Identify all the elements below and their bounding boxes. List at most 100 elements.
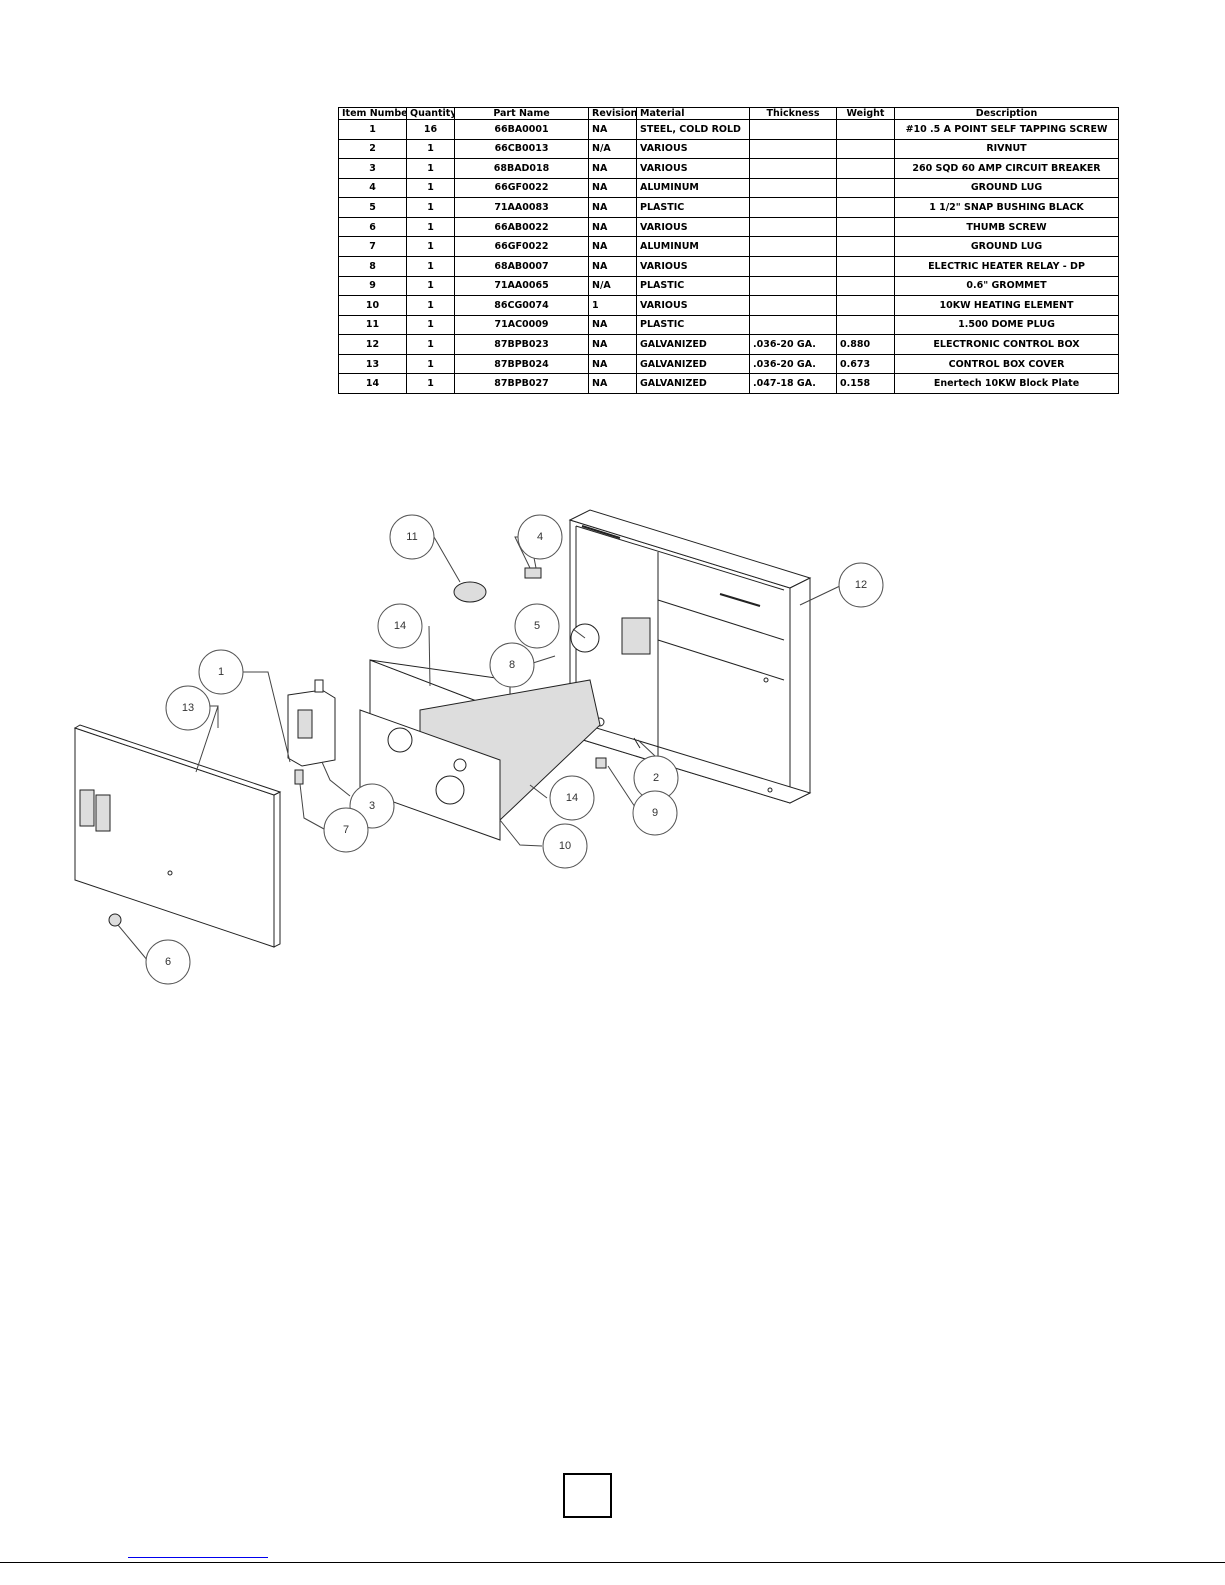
table-cell: NA — [588, 119, 637, 140]
table-cell: PLASTIC — [636, 314, 750, 336]
table-cell: N/A — [588, 275, 637, 297]
table-cell: 87BPB023 — [454, 334, 589, 355]
table-cell: 86CG0074 — [454, 295, 589, 316]
table-cell: 1 — [406, 158, 455, 179]
table-cell — [836, 295, 895, 316]
table-cell: 1 — [406, 353, 455, 375]
table-cell: 1 — [406, 236, 455, 257]
svg-text:12: 12 — [855, 579, 867, 591]
column-header: Weight — [836, 107, 895, 120]
table-cell: 10 — [338, 295, 407, 316]
thumb-screw — [108, 913, 122, 927]
svg-text:14: 14 — [566, 792, 578, 804]
table-cell: NA — [588, 255, 637, 277]
table-cell — [836, 177, 895, 199]
table-cell: 66BA0001 — [454, 119, 589, 140]
table-cell: STEEL, COLD ROLD — [636, 119, 750, 140]
column-header: Revision — [588, 107, 637, 120]
table-cell: 1.500 DOME PLUG — [894, 314, 1119, 336]
table-cell — [749, 236, 837, 257]
table-cell: GROUND LUG — [894, 177, 1119, 199]
table-cell — [749, 177, 837, 199]
callout-12: 12 — [838, 562, 884, 608]
table-cell: 1 — [406, 373, 455, 394]
callout-9: 9 — [632, 790, 678, 836]
table-cell: NA — [588, 353, 637, 375]
column-header: Material — [636, 107, 750, 120]
table-cell: 1 — [588, 295, 637, 316]
table-cell — [836, 255, 895, 277]
table-cell: 68BAD018 — [454, 158, 589, 179]
svg-text:7: 7 — [343, 824, 349, 836]
svg-text:14: 14 — [394, 620, 406, 632]
table-cell: 71AA0065 — [454, 275, 589, 297]
table-cell: 8 — [338, 255, 407, 277]
table-cell: 0.6" GROMMET — [894, 275, 1119, 297]
table-cell: 0.158 — [836, 373, 895, 394]
table-cell: 71AC0009 — [454, 314, 589, 336]
table-cell — [749, 255, 837, 277]
table-cell: 1 — [406, 138, 455, 160]
footer-rule — [0, 1562, 1225, 1563]
svg-text:1: 1 — [218, 666, 224, 678]
table-cell: 14 — [338, 373, 407, 394]
table-cell: 2 — [338, 138, 407, 160]
table-cell: ELECTRONIC CONTROL BOX — [894, 334, 1119, 355]
table-cell: NA — [588, 197, 637, 218]
heating-element-assembly — [359, 659, 601, 841]
table-cell: 3 — [338, 158, 407, 179]
svg-text:5: 5 — [534, 620, 540, 632]
rivnut — [633, 737, 641, 749]
table-cell: NA — [588, 314, 637, 336]
table-cell — [836, 197, 895, 218]
table-cell: 12 — [338, 334, 407, 355]
table-cell: 11 — [338, 314, 407, 336]
table-cell: 87BPB027 — [454, 373, 589, 394]
table-cell: 260 SQD 60 AMP CIRCUIT BREAKER — [894, 158, 1119, 179]
table-cell: 1 — [406, 197, 455, 218]
exploded-view-diagram: 1 2 3 4 5 6 7 8 9 10 11 12 13 14 14 — [73, 509, 884, 985]
table-cell: 1 — [406, 295, 455, 316]
table-cell — [836, 275, 895, 297]
callout-11: 11 — [389, 514, 435, 560]
table-cell: VARIOUS — [636, 295, 750, 316]
table-cell: ALUMINUM — [636, 177, 750, 199]
table-cell: ELECTRIC HEATER RELAY - DP — [894, 255, 1119, 277]
callout-7: 7 — [323, 807, 369, 853]
table-cell: VARIOUS — [636, 138, 750, 160]
svg-text:10: 10 — [559, 840, 571, 852]
svg-text:4: 4 — [537, 531, 543, 543]
table-cell: NA — [588, 334, 637, 355]
table-cell — [836, 119, 895, 140]
table-cell: NA — [588, 236, 637, 257]
table-cell: 4 — [338, 177, 407, 199]
table-cell: VARIOUS — [636, 158, 750, 179]
table-cell: 1 — [406, 314, 455, 336]
table-cell: 10KW HEATING ELEMENT — [894, 295, 1119, 316]
callout-14-upper: 14 — [377, 603, 423, 649]
table-cell: 1 — [406, 334, 455, 355]
callout-2: 2 — [633, 755, 679, 801]
dome-plug — [453, 581, 487, 603]
table-cell — [749, 314, 837, 336]
callout-8: 8 — [489, 642, 535, 688]
table-cell: NA — [588, 373, 637, 394]
table-cell: VARIOUS — [636, 255, 750, 277]
footer-link-underline[interactable] — [128, 1557, 268, 1558]
table-cell: 68AB0007 — [454, 255, 589, 277]
svg-text:6: 6 — [165, 956, 171, 968]
table-cell: CONTROL BOX COVER — [894, 353, 1119, 375]
table-cell — [749, 138, 837, 160]
table-cell: 66GF0022 — [454, 236, 589, 257]
